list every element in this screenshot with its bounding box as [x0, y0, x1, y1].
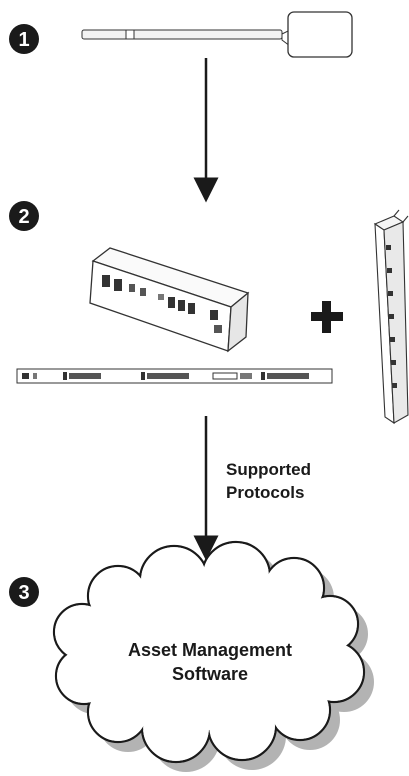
step-2: 2 [9, 201, 409, 425]
software-cloud: Asset Management Software [52, 540, 374, 772]
vertical-pdu [373, 209, 409, 425]
step-2-number: 2 [18, 206, 29, 228]
protocols-label-line1: Supported [226, 460, 311, 479]
tag-sensor-device [81, 11, 353, 58]
step-3: 3 [9, 540, 374, 772]
plus-icon [311, 301, 343, 333]
cloud-label-line2: Software [172, 664, 248, 684]
rack-pdu-strip [16, 368, 333, 384]
protocols-label-line2: Protocols [226, 483, 304, 502]
step-1: 1 [9, 11, 353, 58]
step-1-badge: 1 [9, 24, 39, 54]
cloud-label-line1: Asset Management [128, 640, 292, 660]
step-3-number: 3 [18, 582, 29, 604]
cloud-fill [55, 543, 363, 761]
step-3-badge: 3 [9, 577, 39, 607]
step-2-badge: 2 [9, 201, 39, 231]
rack-pdu-horizontal [89, 247, 250, 353]
step-1-number: 1 [18, 29, 29, 51]
supported-protocols-label: Supported Protocols [226, 460, 311, 502]
